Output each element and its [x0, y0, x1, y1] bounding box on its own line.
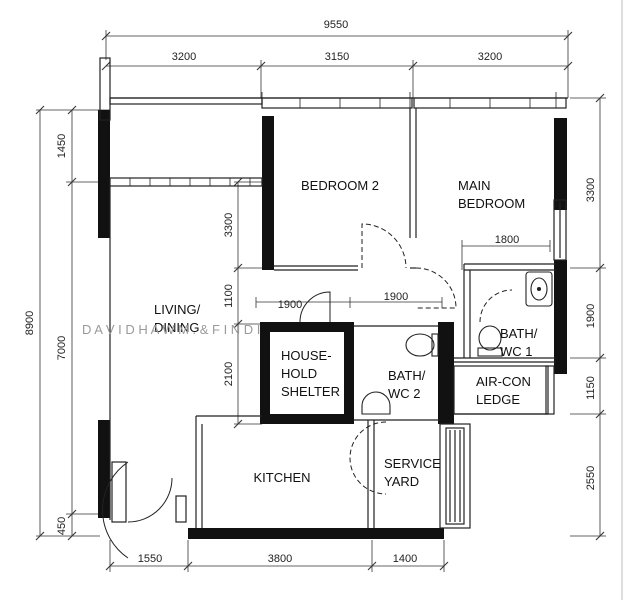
room-shelter-line2: HOLD	[281, 366, 317, 381]
dimension-lines	[36, 30, 606, 572]
thin-walls	[99, 57, 568, 529]
room-bedroom-2: BEDROOM 2	[301, 178, 379, 193]
dim-right-1900: 1900	[585, 304, 597, 328]
room-bath2-line2: WC 2	[388, 386, 421, 401]
dim-bottom-3800: 3800	[268, 553, 292, 565]
room-main-bedroom-line2: BEDROOM	[458, 196, 525, 211]
room-shelter-line3: SHELTER	[281, 384, 340, 399]
dim-top-seg3: 3200	[478, 51, 502, 63]
dim-right-3300: 3300	[585, 178, 597, 202]
dim-left-total: 8900	[24, 311, 36, 335]
main-door-frame	[111, 461, 187, 523]
dim-top-total: 9550	[324, 19, 348, 31]
room-shelter-line1: HOUSE-	[281, 348, 332, 363]
room-main-bedroom-line1: MAIN	[458, 178, 491, 193]
dim-left-seg2: 7000	[56, 336, 68, 360]
dim-top-seg2: 3150	[325, 51, 349, 63]
dimension-ticks	[35, 31, 605, 571]
walls	[98, 110, 567, 539]
room-living-line2: DINING	[154, 320, 200, 335]
door-swings	[102, 223, 513, 559]
room-service-line2: YARD	[384, 474, 419, 489]
dim-inner-1100: 1100	[223, 284, 235, 308]
room-bath2-line1: BATH/	[388, 368, 426, 383]
sanitary-fixtures	[361, 271, 553, 415]
room-kitchen: KITCHEN	[253, 470, 310, 485]
dim-mid-1900-b: 1900	[384, 291, 408, 303]
dim-inner-3300: 3300	[223, 213, 235, 237]
dim-mid-1900-a: 1900	[278, 299, 302, 311]
room-bath1-line2: WC 1	[500, 344, 533, 359]
dim-right-1150: 1150	[585, 376, 597, 400]
dim-bottom-1550: 1550	[138, 553, 162, 565]
dim-bottom-1400: 1400	[393, 553, 417, 565]
dim-inner-2100: 2100	[223, 362, 235, 386]
room-living-line1: LIVING/	[154, 302, 201, 317]
window-hatch	[129, 92, 557, 186]
dim-mid-1800: 1800	[495, 234, 519, 246]
dim-left-seg1: 1450	[56, 134, 68, 158]
room-service-line1: SERVICE	[384, 456, 441, 471]
room-bath1-line1: BATH/	[500, 326, 538, 341]
watermark-text: D A V I D H A W M . & F I N D I	[82, 322, 260, 337]
room-aircon-line2: LEDGE	[476, 392, 520, 407]
room-aircon-line1: AIR-CON	[476, 374, 531, 389]
dim-top-seg1: 3200	[172, 51, 196, 63]
dim-left-seg3: 450	[56, 517, 68, 535]
dim-right-2550: 2550	[585, 466, 597, 490]
